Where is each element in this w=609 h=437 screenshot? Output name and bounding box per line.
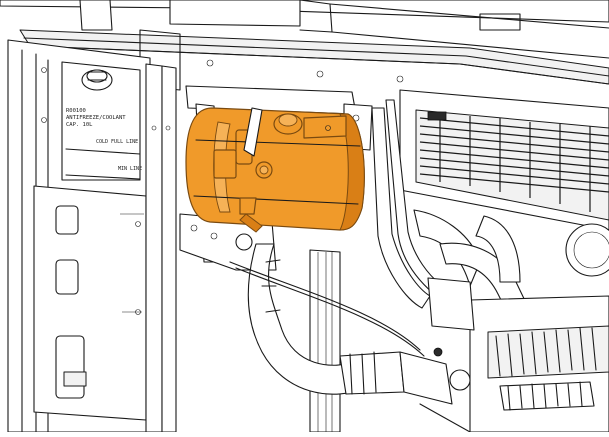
engine-block [419,277,609,433]
min-line-label: MIN LINE [118,166,142,172]
reservoir-cap [81,69,113,91]
tank-fill-cap [273,113,303,135]
top-frame [0,0,609,91]
reservoir-capacity: CAP. 10L [66,122,93,128]
coolant-reservoir-panel: R00100 ANTIFREEZE/COOLANT CAP. 10L COLD … [7,39,151,433]
radiator-grill [399,89,609,277]
coolant-expansion-tank [185,107,365,233]
cold-full-line-label: COLD FULL LINE [96,139,138,145]
reservoir-part-number: R00100 [66,108,86,114]
reservoir-fluid-type: ANTIFREEZE/COOLANT [66,115,126,121]
